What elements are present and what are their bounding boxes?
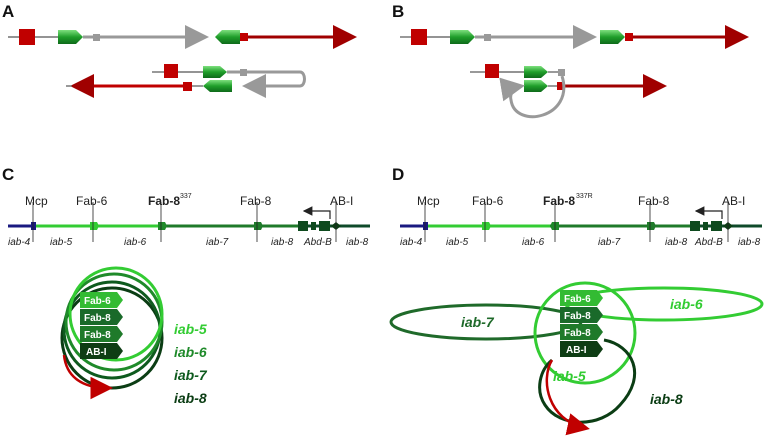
label-abi: AB-I [722,194,745,208]
domain-label: Abd-B [303,237,332,248]
loop-label-iab7: iab-7 [461,314,495,330]
domain-label: iab-8 [346,237,369,248]
label-fab8: Fab-8 [240,194,272,208]
domain-label: iab-8 [271,237,294,248]
label-fab8-mutant: Fab-8 [148,194,180,208]
green-element-arrow [58,30,83,44]
panel-a-hairpin [66,64,306,98]
box-label: Fab-8 [84,313,111,324]
label-fab6: Fab-6 [76,194,108,208]
transcription-arrow [62,354,113,400]
panel-b-linear [400,25,749,49]
domain-label: Abd-B [694,237,723,248]
label-mcp: Mcp [25,194,48,208]
box-label: Fab-8 [564,311,591,322]
label-fab6: Fab-6 [472,194,504,208]
panel-c-locus: Mcp Fab-6 Fab-8 337 Fab-8 AB-I iab-4 iab… [8,193,370,248]
loop-label: iab-6 [174,344,207,360]
box-label: Fab-8 [84,330,111,341]
domain-label: iab-7 [206,237,229,248]
label-mcp: Mcp [417,194,440,208]
loop-label-iab6: iab-6 [670,296,703,312]
loop-label: iab-5 [174,321,207,337]
transcription-arrow [545,359,590,436]
label-fab8-allele: 337R [576,193,593,200]
label-fab8-allele: 337 [180,193,192,200]
red-insulator-block [19,29,35,45]
panel-d-loops: Fab-6 Fab-8 Fab-8 AB-I iab-7 iab-6 iab-5… [389,281,764,436]
loop-circle [68,266,164,362]
box-label: Fab-6 [84,296,111,307]
panel-b-hairpin [470,64,667,118]
domain-label: iab-8 [665,237,688,248]
box-label: AB-I [86,347,107,358]
loop-label-iab5: iab-5 [553,368,586,384]
domain-label: iab-7 [598,237,621,248]
label-fab8-mutant: Fab-8 [543,194,575,208]
loop-circle-iab5 [533,281,637,385]
panel-label-a: A [2,2,14,21]
domain-label: iab-6 [522,237,545,248]
domain-label: iab-8 [738,237,761,248]
loop-label-iab8: iab-8 [650,391,683,407]
loop-iab8 [538,338,637,424]
domain-label: iab-5 [446,237,469,248]
loop-label: iab-8 [174,390,207,406]
panel-c-loops: Fab-6 Fab-8 Fab-8 AB-I iab-5 iab-6 iab-7… [60,266,208,406]
box-label: Fab-6 [564,294,591,305]
panel-a-linear [8,25,357,49]
panel-label-b: B [392,2,404,21]
panel-label-d: D [392,165,404,184]
domain-label: iab-4 [400,237,423,248]
green-element-arrow-reverse [215,30,240,44]
label-fab8: Fab-8 [638,194,670,208]
box-label: AB-I [566,345,587,356]
panel-d-locus: Mcp Fab-6 Fab-8 337R Fab-8 AB-I iab-4 ia… [400,193,762,248]
box-label: Fab-8 [564,328,591,339]
domain-label: iab-4 [8,237,31,248]
domain-label: iab-5 [50,237,73,248]
label-abi: AB-I [330,194,353,208]
domain-label: iab-6 [124,237,147,248]
panel-label-c: C [2,165,14,184]
loop-label: iab-7 [174,367,208,383]
